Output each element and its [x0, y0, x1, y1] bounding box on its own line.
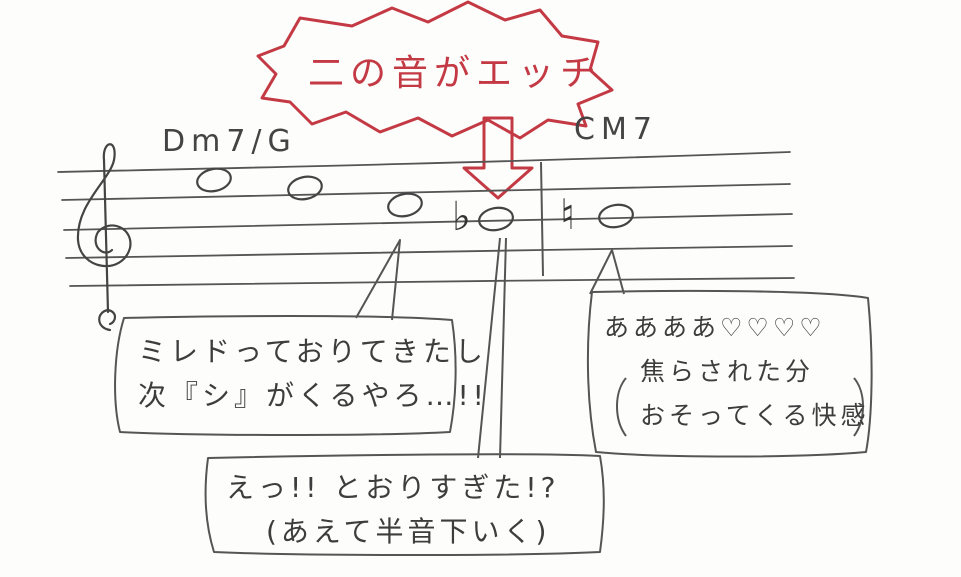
- bubble-middle-line1: えっ!! とおりすぎた!?: [226, 471, 560, 504]
- note-si: [598, 203, 634, 229]
- bubble-right: ああああ♡♡♡♡ 焦らされた分 おそってくる快感: [604, 306, 870, 438]
- flat-icon: ♭: [452, 194, 471, 240]
- bubble-right-line3: おそってくる快感: [640, 401, 870, 430]
- note-do: [387, 192, 423, 218]
- bubble-left: ミレドっておりてきたし 次『シ』がくるやろ…!!: [138, 330, 488, 418]
- bubble-middle: えっ!! とおりすぎた!? (あえて半音下いく): [226, 466, 559, 554]
- chord-dm7-g: Dm7/G: [162, 124, 297, 159]
- note-re: [287, 175, 323, 201]
- notes: [196, 167, 634, 232]
- bubble-left-outline: [114, 239, 457, 436]
- bubble-middle-line2: (あえて半音下いく): [266, 515, 551, 548]
- paren-left: [616, 377, 627, 437]
- bar-line: [540, 161, 544, 277]
- callout-text: 二の音がエッチ: [308, 53, 603, 94]
- bubble-left-line2: 次『シ』がくるやろ…!!: [138, 379, 488, 412]
- natural-icon: ♮: [560, 190, 576, 239]
- note-si-flat: [478, 206, 514, 232]
- bubble-right-line1: ああああ♡♡♡♡: [604, 313, 826, 342]
- bubble-right-outline: [586, 249, 873, 458]
- bubble-middle-outline: [204, 237, 605, 556]
- treble-clef-icon: [76, 143, 132, 332]
- paren-right: [853, 377, 864, 437]
- callout-burst: [256, 0, 614, 140]
- note-mi: [196, 167, 232, 193]
- down-arrow-icon: [462, 116, 534, 200]
- bubble-left-line1: ミレドっておりてきたし: [138, 335, 487, 368]
- staff-lines: [57, 151, 795, 287]
- chord-cm7: CM7: [574, 112, 658, 147]
- bubble-right-line2: 焦らされた分: [640, 357, 815, 386]
